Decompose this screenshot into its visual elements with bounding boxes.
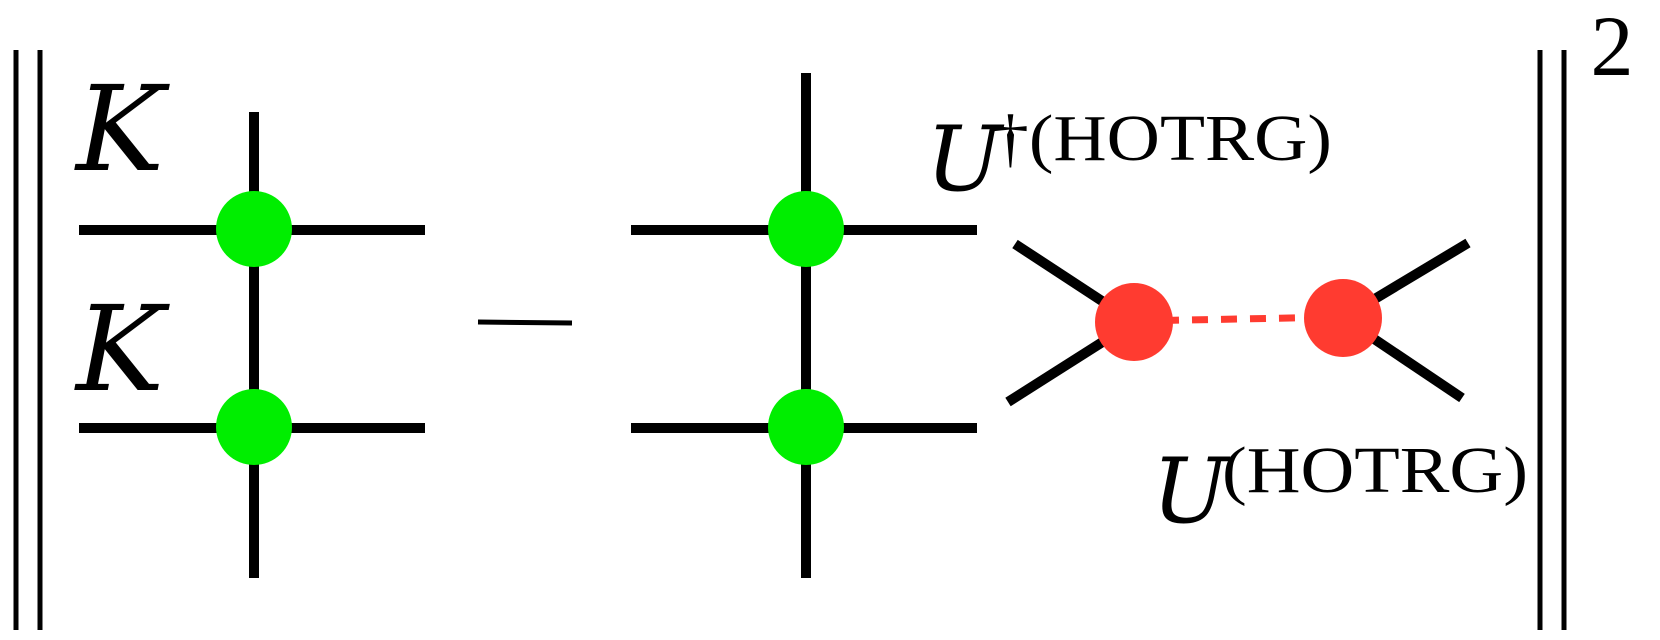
- norm-right-bars: [1537, 50, 1567, 630]
- norm-exponent: 2: [1591, 0, 1634, 94]
- label-u-dagger: U †(HOTRG): [926, 102, 1332, 212]
- tensor-k-bottom-right: [768, 389, 844, 465]
- left-network: [79, 112, 425, 578]
- tensor-k-bottom: [216, 389, 292, 465]
- label-u-symbol: U: [1152, 439, 1231, 544]
- right-network: [631, 73, 977, 578]
- label-k-bottom: K: [74, 280, 170, 418]
- isometry-pair: [1005, 238, 1471, 407]
- tensor-u: [1304, 279, 1382, 357]
- label-u-superscript: (HOTRG): [1222, 434, 1528, 507]
- label-k-top: K: [74, 60, 170, 198]
- norm-left-bars: [13, 50, 43, 630]
- tensor-k-top-right: [768, 191, 844, 267]
- label-u: U (HOTRG): [1152, 434, 1528, 544]
- tensor-u-dagger: [1095, 283, 1173, 361]
- minus-sign: [477, 319, 573, 326]
- label-u-dagger-symbol: U: [926, 107, 1005, 212]
- label-u-dagger-superscript: †(HOTRG): [992, 102, 1332, 175]
- tensor-k-top: [216, 191, 292, 267]
